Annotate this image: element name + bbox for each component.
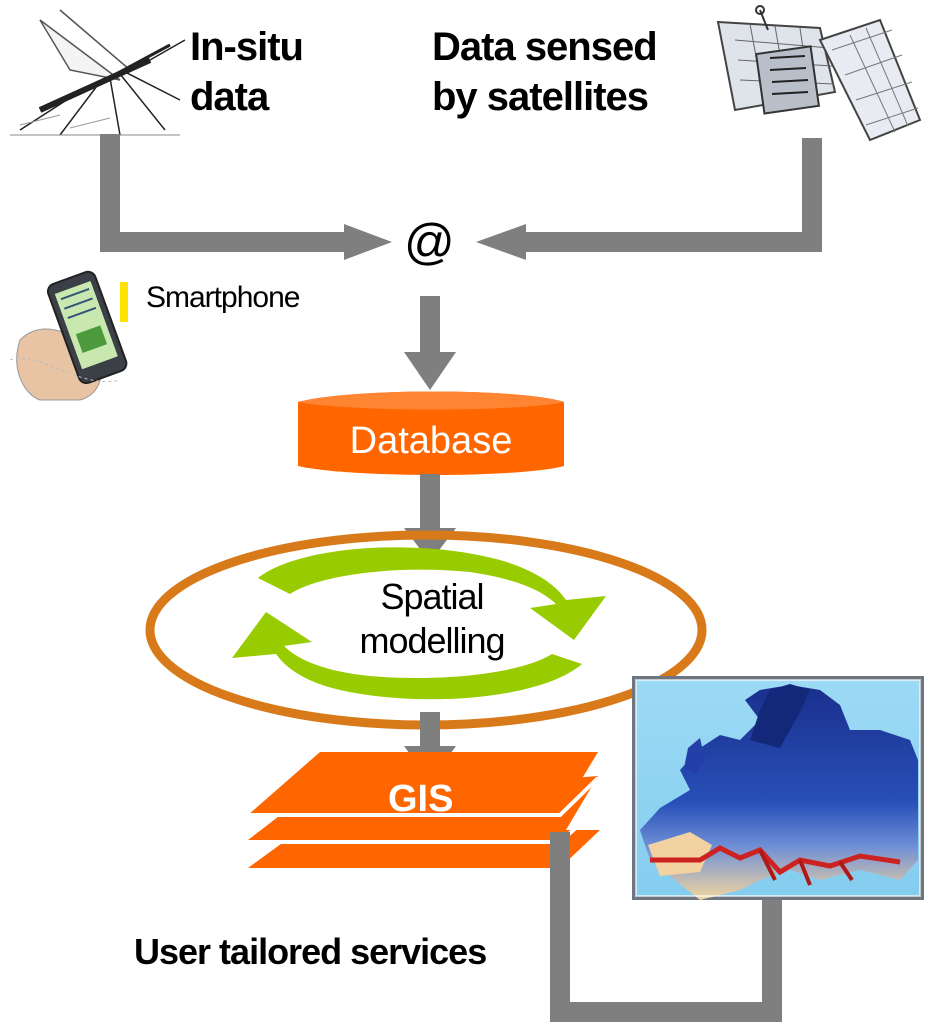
internet-to-database-arrow: [404, 296, 456, 390]
internet-symbol: @: [404, 214, 455, 270]
gis-layer-top: [248, 752, 598, 815]
europe-risk-map: [632, 676, 924, 900]
satellite-to-internet-arrow: [476, 138, 822, 260]
database-label: Database: [349, 420, 513, 462]
insitu-data-label-line2: data: [190, 75, 269, 119]
insitu-data-label-line1: In-situ: [190, 25, 304, 69]
satellite-data-label-line2: by satellites: [432, 75, 649, 119]
smartphone-label: Smartphone: [146, 281, 300, 314]
satellite-data-label: Data sensed by satellites: [432, 22, 658, 122]
spatial-modelling-label-line2: modelling: [359, 620, 505, 661]
satellite-data-label-line1: Data sensed: [432, 25, 658, 69]
insitu-data-label: In-situ data: [190, 22, 304, 122]
satellite-icon: [716, 5, 922, 142]
user-services-label: User tailored services: [134, 931, 487, 972]
spatial-modelling-label-line1: Spatial: [380, 576, 484, 617]
mosquito-icon: [10, 9, 186, 136]
gis-label: GIS: [388, 778, 454, 820]
database-shape: [298, 391, 564, 475]
insitu-to-internet-arrow: [100, 134, 392, 260]
cycle-arrows-icon: [232, 547, 606, 700]
spatial-modelling-label: Spatial modelling: [316, 575, 548, 663]
gis-layers: [248, 752, 600, 868]
smartphone-icon: [9, 270, 128, 401]
